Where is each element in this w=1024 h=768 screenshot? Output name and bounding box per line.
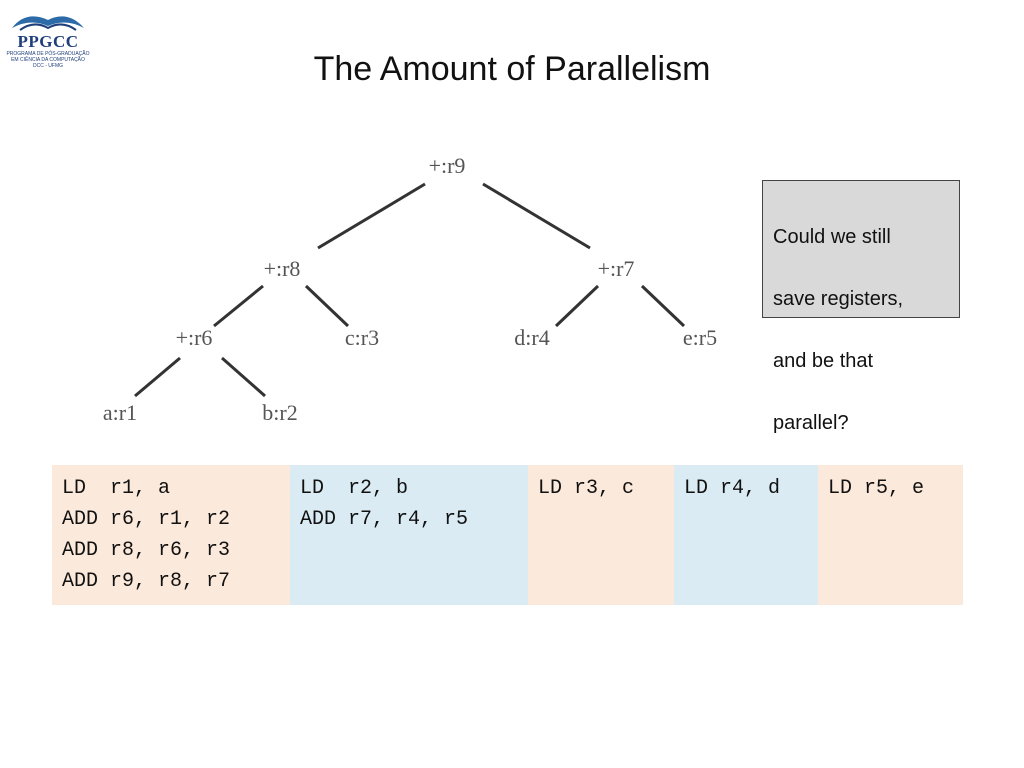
tree-node-r5: e:r5 xyxy=(683,325,717,350)
code-line: ADD r8, r6, r3 xyxy=(62,539,231,562)
slide-title: The Amount of Parallelism xyxy=(313,50,711,88)
tree-edge xyxy=(482,182,591,250)
callout-line: and be that xyxy=(773,350,874,372)
tree-edge xyxy=(213,284,264,328)
logo-subtitle-line: PROGRAMA DE PÓS-GRADUAÇÃO xyxy=(6,51,90,57)
code-schedule-table: LD r1, a ADD r6, r1, r2 ADD r8, r6, r3 A… xyxy=(52,465,963,605)
ppgcc-logo: PPGCC PROGRAMA DE PÓS-GRADUAÇÃO EM CIÊNC… xyxy=(6,6,90,69)
code-line: ADD r7, r4, r5 xyxy=(300,508,469,531)
logo-emblem-icon xyxy=(12,16,84,31)
code-column-4: LD r4, d xyxy=(674,465,818,605)
logo-text: PPGCC xyxy=(17,32,79,51)
tree-edge xyxy=(640,284,686,328)
code-column-3: LD r3, c xyxy=(528,465,674,605)
code-line: LD r2, b xyxy=(300,477,409,500)
tree-node-r8: +:r8 xyxy=(264,256,301,281)
callout-line: save registers, xyxy=(773,288,904,310)
callout-box: Could we still save registers, and be th… xyxy=(762,180,960,434)
tree-node-r4: d:r4 xyxy=(514,325,549,350)
code-column-1: LD r1, a ADD r6, r1, r2 ADD r8, r6, r3 A… xyxy=(52,465,290,605)
logo-subtitle-line: DCC - UFMG xyxy=(33,63,63,69)
tree-node-r3: c:r3 xyxy=(345,325,379,350)
code-line: LD r4, d xyxy=(684,477,781,500)
code-row: LD r1, a ADD r6, r1, r2 ADD r8, r6, r3 A… xyxy=(52,465,963,605)
code-line: ADD r6, r1, r2 xyxy=(62,508,231,531)
code-line: ADD r9, r8, r7 xyxy=(62,570,231,593)
tree-node-r6: +:r6 xyxy=(176,325,213,350)
code-column-2: LD r2, b ADD r7, r4, r5 xyxy=(290,465,528,605)
tree-node-r1: a:r1 xyxy=(103,400,137,425)
tree-edge xyxy=(134,356,181,398)
expression-tree: +:r9 +:r8 +:r7 +:r6 c:r3 d:r4 e:r5 a:r1 … xyxy=(103,153,717,425)
code-column-5: LD r5, e xyxy=(818,465,963,605)
callout-line: parallel? xyxy=(773,412,849,434)
tree-edge xyxy=(304,284,350,328)
tree-node-r7: +:r7 xyxy=(598,256,635,281)
callout-line: Could we still xyxy=(773,226,891,248)
tree-node-r9: +:r9 xyxy=(429,153,466,178)
tree-edge xyxy=(221,356,266,398)
code-line: LD r3, c xyxy=(538,477,635,500)
tree-node-r2: b:r2 xyxy=(262,400,297,425)
code-line: LD r1, a xyxy=(62,477,171,500)
tree-edge xyxy=(554,284,600,328)
tree-edge xyxy=(317,182,426,250)
logo-subtitle-line: EM CIÊNCIA DA COMPUTAÇÃO xyxy=(11,57,85,63)
code-line: LD r5, e xyxy=(828,477,925,500)
